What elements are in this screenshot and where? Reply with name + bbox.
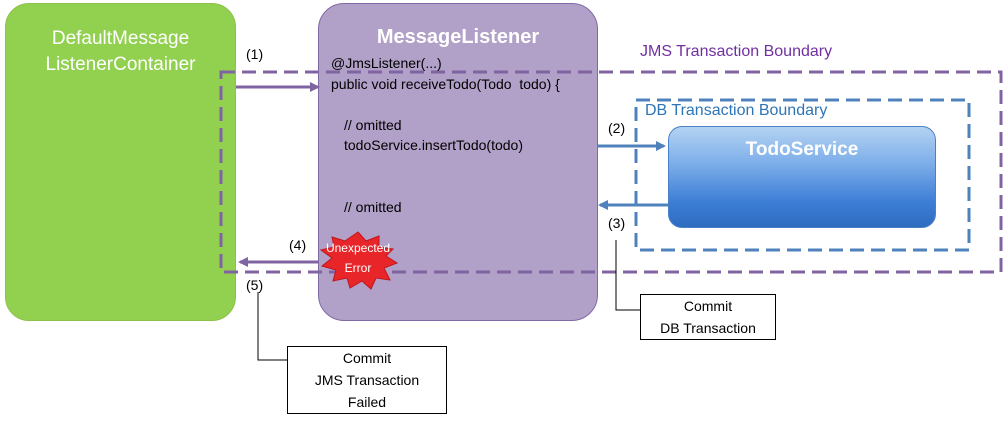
code-signature: public void receiveTodo(Todo todo) { xyxy=(331,76,560,92)
todo-service-title: TodoService xyxy=(745,139,859,160)
todo-service-box: TodoService xyxy=(668,126,936,228)
code-comment-2: // omitted xyxy=(344,199,402,215)
error-line1: Unexpected xyxy=(325,241,391,255)
message-listener-title: MessageListener xyxy=(376,26,540,48)
code-annotation: @JmsListener(...) xyxy=(331,55,442,71)
db-transaction-boundary xyxy=(634,98,971,252)
jms-transaction-boundary xyxy=(219,70,1003,274)
db-boundary-label: DB Transaction Boundary xyxy=(645,102,828,119)
db-commit-line2: DB Transaction xyxy=(660,320,756,336)
step-3-label: (3) xyxy=(608,215,626,231)
container-title-line1: DefaultMessage xyxy=(51,28,190,49)
unexpected-error-text: Unexpected Error xyxy=(308,238,408,278)
jms-commit-callout: Commit JMS Transaction Failed xyxy=(287,346,447,414)
db-commit-callout: Commit DB Transaction xyxy=(640,294,776,340)
step-5-label: (5) xyxy=(246,277,264,293)
code-comment-1: // omitted xyxy=(344,117,402,133)
code-call: todoService.insertTodo(todo) xyxy=(344,137,523,153)
jms-commit-line3: Failed xyxy=(347,394,387,410)
error-line2: Error xyxy=(344,261,372,275)
step-4-label: (4) xyxy=(289,237,307,253)
step-1-label: (1) xyxy=(246,46,264,62)
unexpected-error-burst xyxy=(319,231,399,290)
jms-commit-line2: JMS Transaction xyxy=(314,372,420,388)
step-2-label: (2) xyxy=(608,120,626,136)
jms-boundary-label: JMS Transaction Boundary xyxy=(640,43,833,60)
db-commit-leader xyxy=(615,240,640,311)
default-message-listener-container: DefaultMessage ListenerContainer xyxy=(5,3,236,321)
db-commit-line1: Commit xyxy=(683,298,733,314)
jms-commit-line1: Commit xyxy=(342,350,392,366)
jms-commit-leader xyxy=(257,292,287,361)
container-title-line2: ListenerContainer xyxy=(45,54,196,75)
